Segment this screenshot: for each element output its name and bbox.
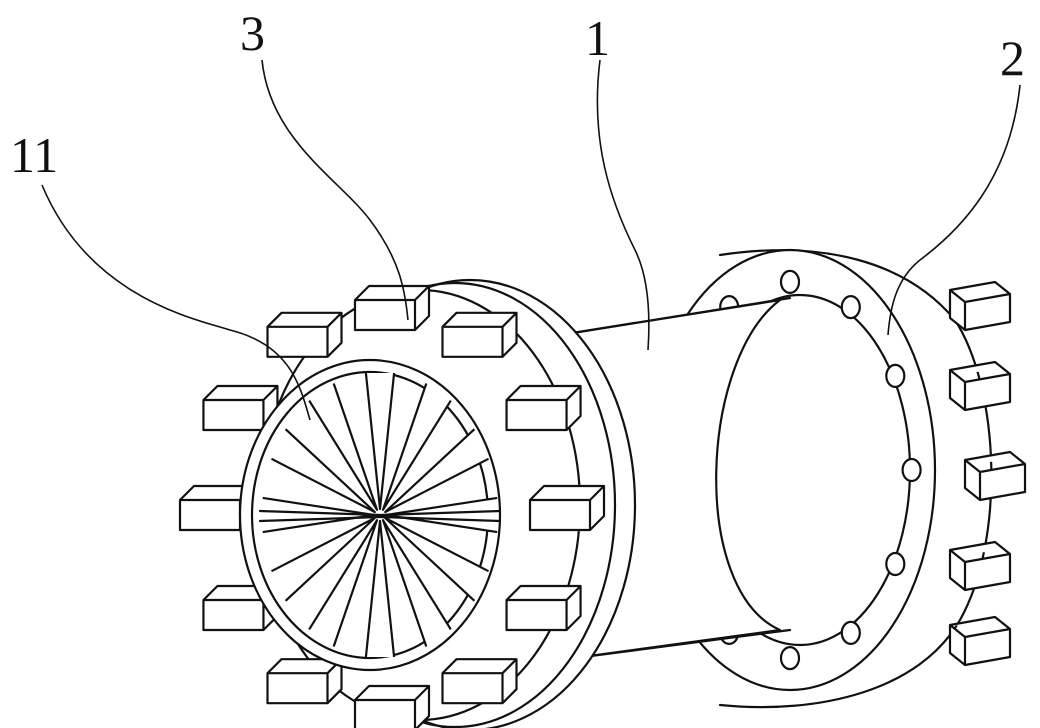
outer-blade-block (353, 684, 431, 728)
iris-blade-group (258, 372, 502, 658)
iris-blade (384, 428, 490, 514)
label-iris-ring: 11 (10, 127, 58, 183)
bolt-hole (779, 645, 801, 671)
outer-blade-block (441, 311, 518, 358)
leader-3 (261, 59, 409, 321)
bolt-hole (840, 620, 861, 646)
iris-blade (364, 372, 396, 511)
iris-slit (258, 509, 502, 517)
outer-blade-block (441, 658, 518, 705)
blade-block-group (178, 284, 606, 728)
iris-blade (364, 519, 396, 658)
bolt-hole (885, 551, 906, 577)
bolt-hole (840, 295, 861, 320)
leader-lines (41, 59, 1021, 421)
iris-slit (258, 515, 502, 523)
bolt-hole (779, 269, 801, 294)
leader-1 (596, 59, 650, 351)
outer-blade-block (353, 284, 431, 332)
outer-blade-block (948, 360, 1012, 412)
bolt-hole (901, 457, 922, 483)
outer-blade-block (948, 280, 1012, 332)
leader-11 (41, 184, 311, 421)
iris-blade (381, 383, 452, 511)
outer-blade-block (266, 658, 343, 705)
iris-blade (270, 428, 376, 514)
iris-blade (308, 383, 379, 511)
outer-blade-block (505, 584, 582, 632)
right-blade-group (948, 280, 1027, 667)
outer-blade-block (266, 311, 343, 358)
label-body: 1 (585, 10, 610, 66)
bolt-hole (885, 363, 906, 388)
outer-blade-block (505, 384, 582, 432)
label-blade: 3 (240, 5, 265, 61)
label-flange: 2 (1000, 30, 1025, 86)
outer-blade-block (948, 540, 1012, 592)
iris-blade (308, 519, 379, 647)
leader-2 (887, 84, 1021, 336)
outer-blade-block (963, 450, 1027, 502)
outer-blade-block (528, 484, 606, 532)
outer-blade-block (948, 615, 1012, 667)
iris-blade (381, 519, 452, 647)
